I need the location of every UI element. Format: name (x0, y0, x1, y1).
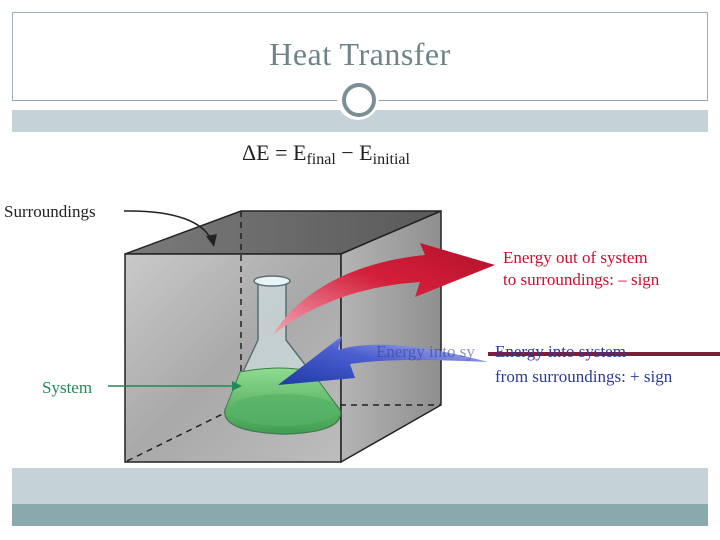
label-energy-in-1: Energy into system (495, 342, 626, 361)
system-pointer-head (232, 381, 242, 391)
equation: ΔE = Efinal − Einitial (242, 140, 411, 168)
label-energy-out-1: Energy out of system (503, 248, 648, 267)
energy-out-arrow (272, 243, 495, 336)
energy-in-arrow (278, 336, 488, 385)
circle-ornament-icon (342, 83, 376, 117)
label-energy-in-2: from surroundings: + sign (495, 367, 673, 386)
title-frame (12, 12, 708, 100)
erlenmeyer-flask-icon (224, 275, 342, 435)
label-energy-in-ghost: Energy into sy (376, 342, 475, 361)
slide-title: Heat Transfer (269, 36, 451, 72)
label-system: System (42, 378, 92, 397)
top-band (12, 110, 708, 132)
label-energy-out-2: to surroundings: – sign (503, 270, 660, 289)
bottom-band-dark (12, 504, 708, 526)
bottom-band-light (12, 468, 708, 504)
label-surroundings: Surroundings (4, 202, 96, 221)
surroundings-pointer-head (206, 234, 217, 247)
